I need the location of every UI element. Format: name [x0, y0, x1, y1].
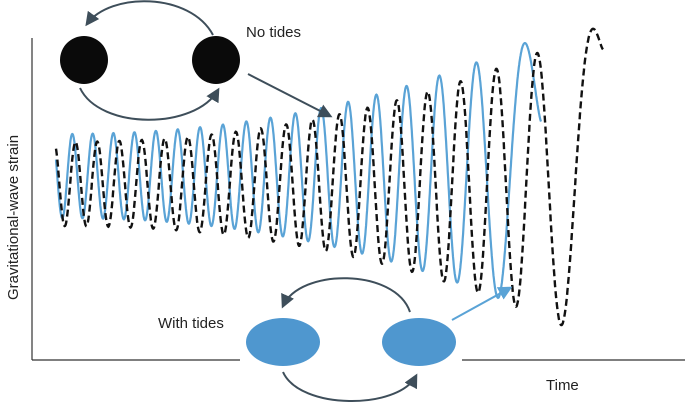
orbit-arrow-icon [282, 371, 418, 402]
black-hole-icon [192, 36, 240, 84]
with-tides-binary: With tides [158, 277, 456, 402]
with-tides-label: With tides [158, 315, 224, 332]
orbit-arrow-icon [79, 87, 220, 121]
orbit-arrow-icon [85, 0, 214, 36]
with-tides-pointer-arrow [451, 286, 513, 321]
orbit-arrow-icon [281, 277, 411, 313]
neutron-star-icon [382, 318, 456, 366]
no-tides-label: No tides [246, 24, 301, 41]
no-tides-binary: No tides [60, 0, 301, 121]
x-axis-label: Time [546, 377, 579, 394]
no-tides-pointer-arrow [247, 73, 333, 118]
y-axis-label: Gravitational-wave strain [5, 135, 22, 300]
with-tides-waveform [54, 42, 543, 300]
black-hole-icon [60, 36, 108, 84]
no-tides-waveform [54, 27, 604, 327]
neutron-star-icon [246, 318, 320, 366]
